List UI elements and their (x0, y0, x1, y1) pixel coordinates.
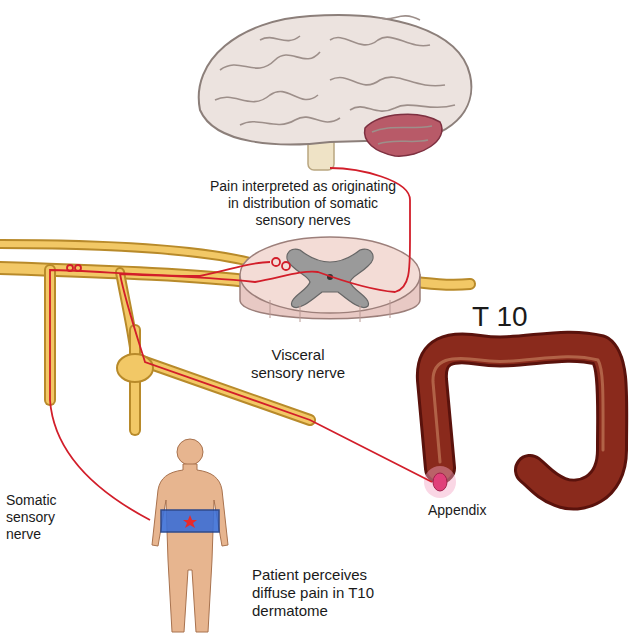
appendix (433, 473, 447, 491)
brain-note: Pain interpreted as originating in distr… (208, 178, 398, 228)
level-label: T 10 (472, 300, 572, 334)
human-figure (152, 439, 228, 632)
gyri (215, 16, 455, 144)
nerve-label: Visceral sensory nerve (248, 346, 348, 382)
brain (199, 15, 472, 170)
pain-pathways (50, 168, 432, 520)
pain-star (183, 515, 197, 528)
cerebellum (365, 114, 442, 156)
appendix-glow (424, 466, 456, 498)
organ-label: Appendix (428, 502, 528, 519)
t10-dermatome-band (161, 510, 219, 532)
sympathetic-ganglion (117, 354, 153, 382)
colon (432, 347, 612, 495)
patient-note: Patient perceives diffuse pain in T10 de… (252, 566, 402, 620)
nerve-label: Somatic sensory nerve (6, 492, 76, 542)
